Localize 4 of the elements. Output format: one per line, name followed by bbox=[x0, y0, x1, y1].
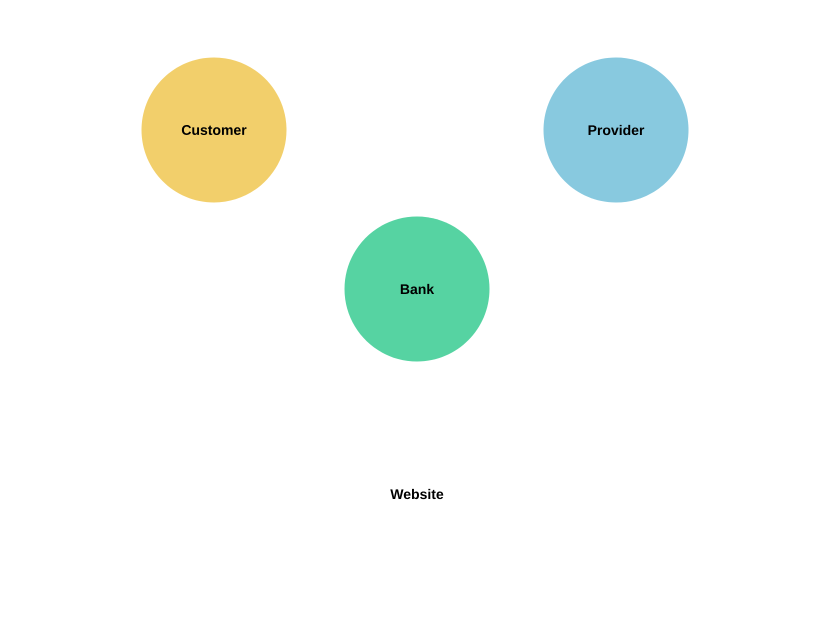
circle-node: Bank bbox=[344, 216, 490, 362]
circle-node: Customer bbox=[142, 58, 286, 202]
circle-node: Provider bbox=[544, 58, 688, 202]
text-label: Website bbox=[390, 488, 444, 500]
